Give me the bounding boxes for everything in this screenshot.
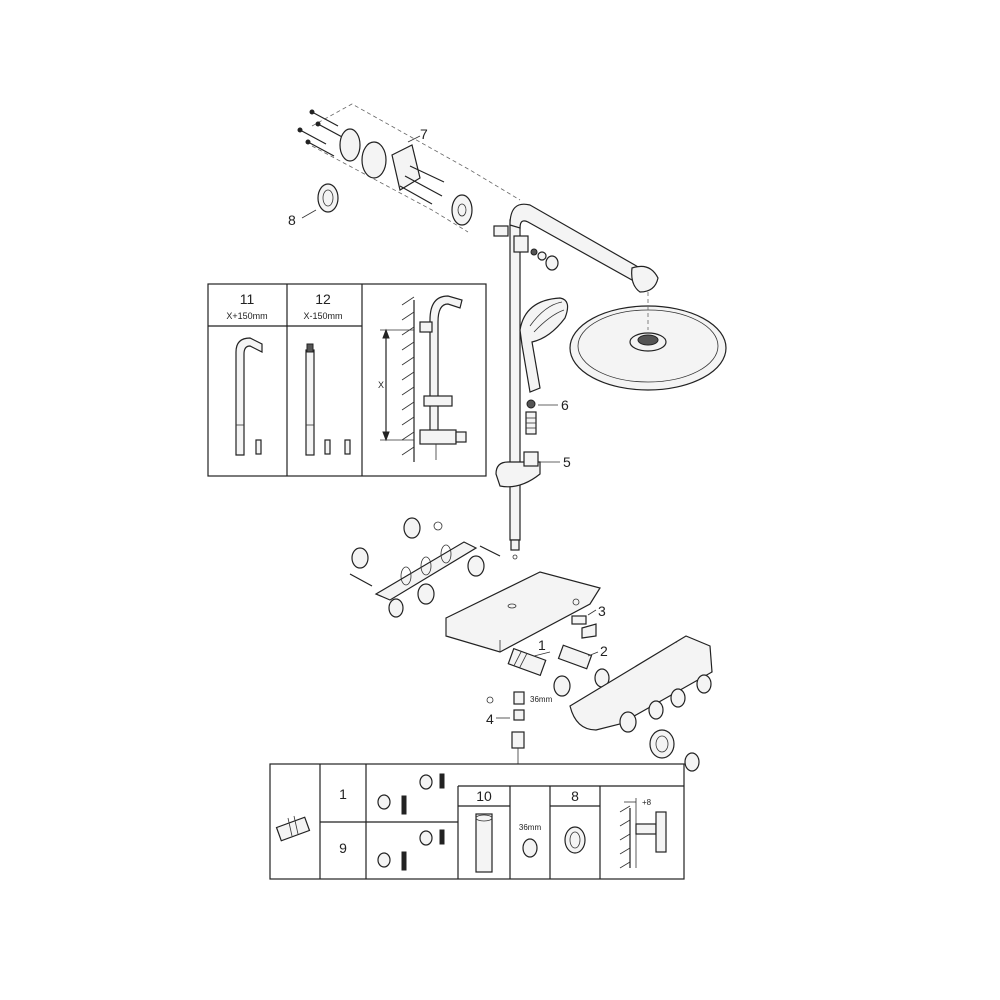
hand-shower-body (519, 297, 569, 393)
riser-rail (493, 203, 659, 560)
cartridge-set-9 (377, 829, 445, 871)
hand-shower: 6 (519, 297, 569, 435)
callout-4: 4 (486, 711, 494, 727)
spare-row-1: 1 (339, 786, 347, 802)
callout-8: 8 (288, 212, 296, 228)
ring-8 (317, 183, 339, 213)
short-riser-12 (305, 343, 351, 456)
long-riser-11 (235, 337, 263, 456)
connector-part (275, 815, 311, 842)
shower-arm (509, 203, 646, 281)
riser-adaptor (510, 539, 520, 551)
option-12-number: 12 (315, 291, 331, 307)
spare-col-8: 8 (571, 788, 579, 804)
callout-6: 6 (561, 397, 569, 413)
nut-part (522, 838, 538, 858)
shelf (445, 571, 601, 653)
knob-2 (670, 688, 686, 708)
inlet-fittings (349, 517, 501, 618)
knob-3 (696, 674, 712, 694)
slider-body (495, 461, 541, 488)
callout-5: 5 (563, 454, 571, 470)
wall-plate (339, 128, 361, 162)
spare-row-9: 9 (339, 840, 347, 856)
mounting-screws (297, 109, 345, 157)
dimension-x-drawing: X (378, 295, 467, 462)
callout-2: 2 (600, 643, 608, 659)
cartridge-set-1 (377, 773, 445, 815)
mixer-section: 3 1 2 36mm 4 (349, 517, 713, 772)
callout-1: 1 (538, 637, 546, 653)
wrench-size-label: 36mm (530, 695, 553, 704)
cartridge-2: 2 (557, 643, 608, 670)
offset-drawing: +8 (619, 798, 667, 869)
option-panel: 11 X+150mm 12 X-150mm X (207, 283, 487, 477)
wall-mount-assembly: 7 8 (288, 103, 521, 233)
callout-3: 3 (598, 603, 606, 619)
top-clip (493, 225, 509, 237)
mount-bracket (391, 144, 421, 191)
callout-7: 7 (420, 126, 428, 142)
spare-wrench-size: 36mm (519, 823, 542, 832)
seal-ring (361, 141, 387, 179)
ring-part-8 (564, 826, 586, 854)
thermostat-cover (569, 635, 713, 772)
washer-6 (526, 399, 536, 409)
end-cap (545, 255, 559, 271)
temperature-handle (649, 729, 675, 759)
nut-36mm (553, 675, 571, 697)
cartridge-1: 1 (507, 637, 551, 677)
riser-pipe (509, 219, 521, 541)
head-shower (569, 292, 727, 391)
option-12-size: X-150mm (303, 311, 342, 321)
fitting-4: 4 (486, 691, 525, 764)
spare-col-10: 10 (476, 788, 492, 804)
spare-parts-panel: 1 9 10 36mm 8 + (269, 763, 685, 880)
fitting-3 (581, 623, 597, 639)
option-11-number: 11 (240, 291, 255, 307)
knob-1 (648, 700, 664, 720)
slider-upper (513, 235, 529, 253)
arm-joint (631, 265, 659, 293)
offset-label: +8 (642, 798, 652, 807)
handle-cap (684, 752, 700, 772)
socket-wrench-10 (475, 813, 493, 873)
dimension-x-label: X (378, 380, 384, 390)
slider-5: 5 (495, 451, 571, 488)
option-11-size: X+150mm (226, 311, 267, 321)
rosette (451, 194, 473, 226)
